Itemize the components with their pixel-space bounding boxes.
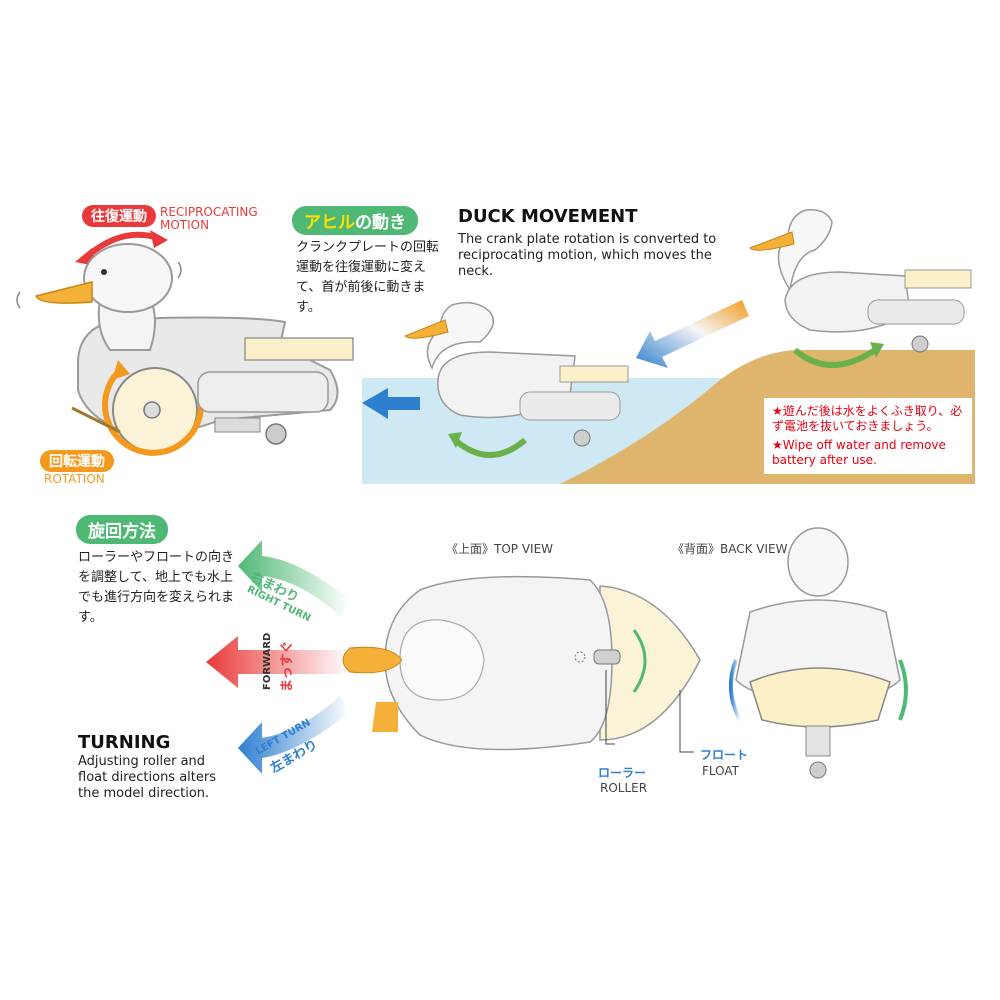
back-view-gearbox xyxy=(805,725,831,757)
rotation-label: ROTATION xyxy=(44,472,105,486)
warning-note: ★遊んだ後は水をよくふき取り、必ず電池を抜いておきましょう。 ★Wipe off… xyxy=(764,398,972,474)
water-duck-gearbox xyxy=(519,391,621,421)
top-view-roller xyxy=(593,649,621,665)
float-label-jp: フロート xyxy=(700,748,749,762)
turning-badge: 旋回方法 xyxy=(76,515,168,544)
top-view-label: 《上面》TOP VIEW xyxy=(446,542,554,556)
back-tilt-arrow-left xyxy=(728,659,742,721)
shore-duck-beak xyxy=(749,231,795,251)
rotation-arrow xyxy=(102,367,204,456)
move-left-arrow xyxy=(362,388,420,419)
forward-jp: まっすぐ xyxy=(280,640,295,692)
gearbox-housing xyxy=(197,371,329,413)
downhill-arrow xyxy=(636,300,749,368)
duck-movement-badge: アヒルの動き xyxy=(292,206,418,235)
motion-mark-left xyxy=(16,291,21,309)
shore-paddle-arrow xyxy=(793,347,877,368)
motion-mark-right xyxy=(177,261,182,279)
float-rotate-arrow xyxy=(632,629,647,693)
turning-body-jp: ローラーやフロートの向きを調整して、地上でも水上でも進行方向を変えられます。 xyxy=(78,550,235,625)
back-view-float xyxy=(749,667,891,728)
battery-pack xyxy=(244,337,354,361)
shore-duck-gearbox xyxy=(867,299,965,325)
back-view-duck xyxy=(728,527,908,779)
arrowhead-right xyxy=(150,230,168,248)
roller-leader-line xyxy=(605,670,615,745)
roller-pivot xyxy=(574,651,586,663)
crank-pin xyxy=(143,401,161,419)
water-duck-battery xyxy=(559,365,629,383)
float-leader-line xyxy=(679,690,694,753)
roller-label-en: ROLLER xyxy=(600,781,648,795)
turning-heading: TURNING xyxy=(78,732,171,753)
shore-paddle-arrowhead xyxy=(870,342,884,358)
top-view-head xyxy=(399,619,485,701)
water-paddle-arrow xyxy=(453,437,527,458)
duck-eye xyxy=(101,269,107,275)
float-label-en: FLOAT xyxy=(702,764,740,778)
warning-note-jp: ★遊んだ後は水をよくふき取り、必ず電池を抜いておきましょう。 xyxy=(772,404,963,433)
duck-movement-body-jp: クランクプレートの回転運動を往復運動に変えて、首が前後に動きます。 xyxy=(296,240,440,315)
shore-duck-battery xyxy=(904,269,972,289)
duck-movement-badge-prefix: アヒル xyxy=(304,213,355,233)
forward-arrow xyxy=(206,636,350,688)
duck-beak xyxy=(34,281,93,304)
gear-rack xyxy=(214,417,261,433)
water-duck-beak xyxy=(404,319,449,339)
roller-label-jp: ローラー xyxy=(598,766,647,780)
cutaway-duck xyxy=(16,230,354,456)
forward-en: FORWARD xyxy=(262,632,273,690)
left-turn-arrow xyxy=(238,696,350,774)
top-view-duck xyxy=(342,575,701,753)
top-view-beak xyxy=(342,646,403,674)
duck-movement-badge-suffix: の動き xyxy=(355,213,406,233)
roller-wheel xyxy=(265,423,287,445)
shore-duck-roller xyxy=(911,335,929,353)
rotation-arrowhead xyxy=(112,360,130,380)
duck-movement-body-en: The crank plate rotation is converted to… xyxy=(458,232,717,279)
duck-head xyxy=(83,243,173,313)
rotation-badge: 回転運動 xyxy=(40,450,114,472)
reciprocating-label: RECIPROCATING MOTION xyxy=(160,205,258,232)
back-view-roller xyxy=(809,761,827,779)
right-turn-arrow xyxy=(238,540,350,616)
water-duck-roller xyxy=(573,429,591,447)
warning-note-en: ★Wipe off water and remove battery after… xyxy=(772,438,946,467)
float-top xyxy=(599,585,701,741)
duck-in-water xyxy=(404,301,629,458)
turning-body-en: Adjusting roller and float directions al… xyxy=(78,754,217,801)
reciprocating-badge: 往復運動 xyxy=(82,205,156,227)
back-view-head xyxy=(787,527,849,597)
paddle-wire xyxy=(71,406,121,434)
turning-arrows xyxy=(206,540,350,774)
water-paddle-arrowhead xyxy=(448,432,462,448)
back-view-label: 《背面》BACK VIEW xyxy=(672,542,788,556)
duck-movement-heading: DUCK MOVEMENT xyxy=(458,206,638,227)
top-view-foot xyxy=(372,702,398,732)
back-tilt-arrow-right xyxy=(898,659,908,721)
duck-on-shore xyxy=(749,209,972,368)
